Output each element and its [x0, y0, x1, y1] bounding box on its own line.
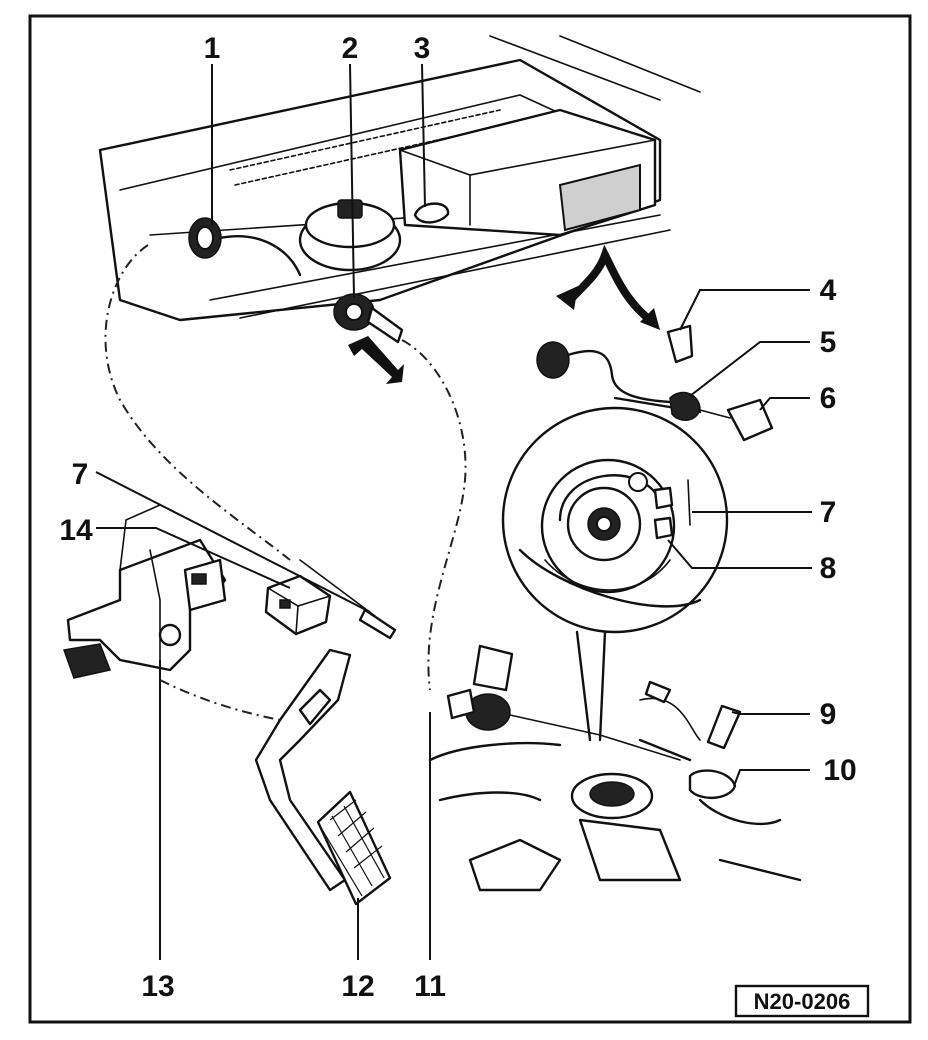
throttle-body-assembly — [428, 680, 802, 892]
callout-6: 6 — [820, 382, 837, 415]
rotation-arrow — [556, 244, 660, 330]
detail-magnifier — [501, 406, 729, 742]
callout-14: 14 — [59, 514, 93, 547]
brake-booster — [298, 199, 402, 272]
reference-code-box: N20-0206 — [734, 984, 870, 1018]
callout-7-left: 7 — [72, 458, 89, 491]
callout-11: 11 — [414, 970, 446, 1003]
part-12-accelerator-pedal — [254, 648, 392, 906]
callout-1: 1 — [204, 32, 221, 65]
callout-3: 3 — [414, 32, 431, 65]
pedal-connection-dash — [159, 679, 281, 721]
callout-7-right: 7 — [820, 496, 837, 529]
part-13-pedal-bracket — [62, 504, 227, 679]
firewall-plenum — [98, 35, 701, 322]
cable-route-left — [104, 244, 291, 561]
callout-9: 9 — [820, 698, 837, 731]
callout-4: 4 — [820, 274, 837, 307]
callout-5: 5 — [820, 326, 837, 359]
callout-2: 2 — [342, 32, 359, 65]
cable-route-center — [401, 339, 467, 691]
callout-13: 13 — [141, 970, 174, 1003]
leader-lines — [95, 63, 812, 960]
direction-arrow — [348, 336, 404, 384]
clutch-switch-assembly — [536, 324, 774, 442]
part-1-grommet — [188, 217, 302, 277]
callout-8: 8 — [820, 552, 837, 585]
accelerator-cable — [299, 559, 397, 640]
part-2-bushing — [333, 293, 404, 344]
callout-10: 10 — [823, 754, 856, 787]
callouts: 1 2 3 4 5 6 7 7 8 9 10 11 12 13 14 — [59, 32, 856, 1003]
reference-code: N20-0206 — [754, 989, 851, 1014]
part-11-cable-sleeve — [446, 644, 681, 761]
callout-12: 12 — [341, 970, 374, 1003]
part-14-block — [264, 574, 332, 636]
diagram-border — [28, 14, 912, 1024]
